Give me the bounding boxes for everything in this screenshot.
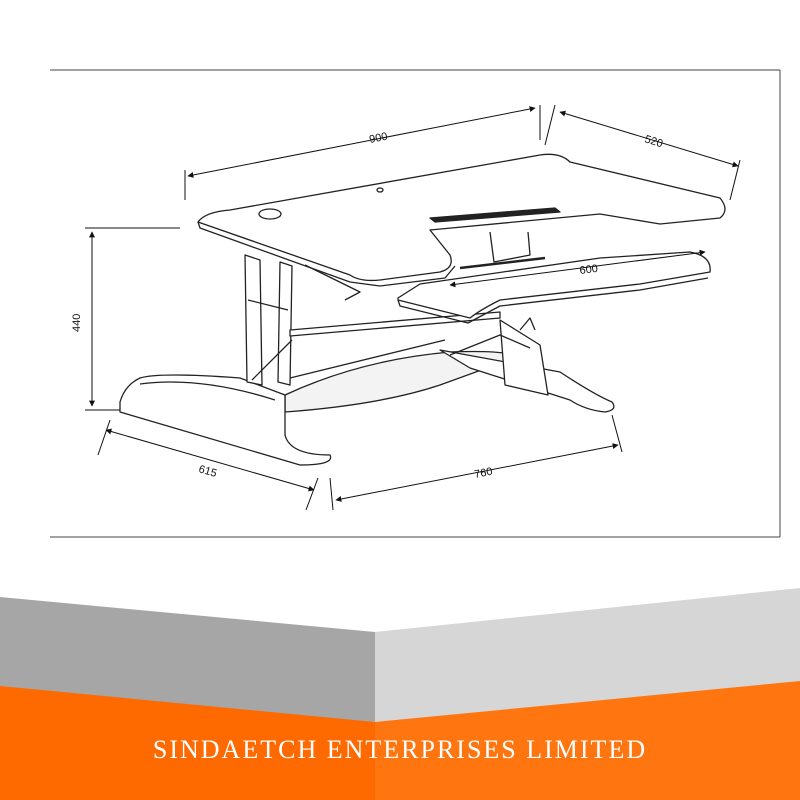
dimension-labels: 900 520 600 440 615 760 (71, 131, 664, 481)
banner-orange-left (0, 686, 375, 800)
dim-line-top-depth (559, 110, 739, 168)
dim-label-base-width: 760 (473, 466, 493, 481)
left-column-rear (277, 261, 293, 386)
dimension-lines (85, 104, 741, 511)
device-slot (429, 207, 561, 223)
dim-label-top-width: 900 (368, 131, 388, 146)
footer-banner (0, 588, 800, 800)
base-plate (284, 350, 521, 413)
grommet-hole-rear (376, 187, 384, 193)
dim-label-keyboard-width: 600 (579, 263, 599, 277)
right-column (499, 319, 549, 396)
dim-line-top-width (187, 106, 536, 178)
left-column (244, 254, 263, 386)
dim-label-base-depth: 615 (197, 463, 218, 480)
dim-label-top-depth: 520 (643, 133, 664, 150)
dim-line-base-width (335, 443, 619, 502)
dim-line-base-depth (105, 428, 315, 492)
dim-line-keyboard-width (449, 249, 706, 288)
grommet-hole-left (258, 208, 282, 220)
banner-orange-right (375, 681, 800, 800)
dim-label-height: 440 (71, 314, 83, 332)
company-name: SINDAETCH ENTERPRISES LIMITED (152, 735, 648, 764)
desk-drawing: 900 520 600 440 615 760 (50, 69, 781, 538)
desk-illustration (119, 153, 726, 466)
